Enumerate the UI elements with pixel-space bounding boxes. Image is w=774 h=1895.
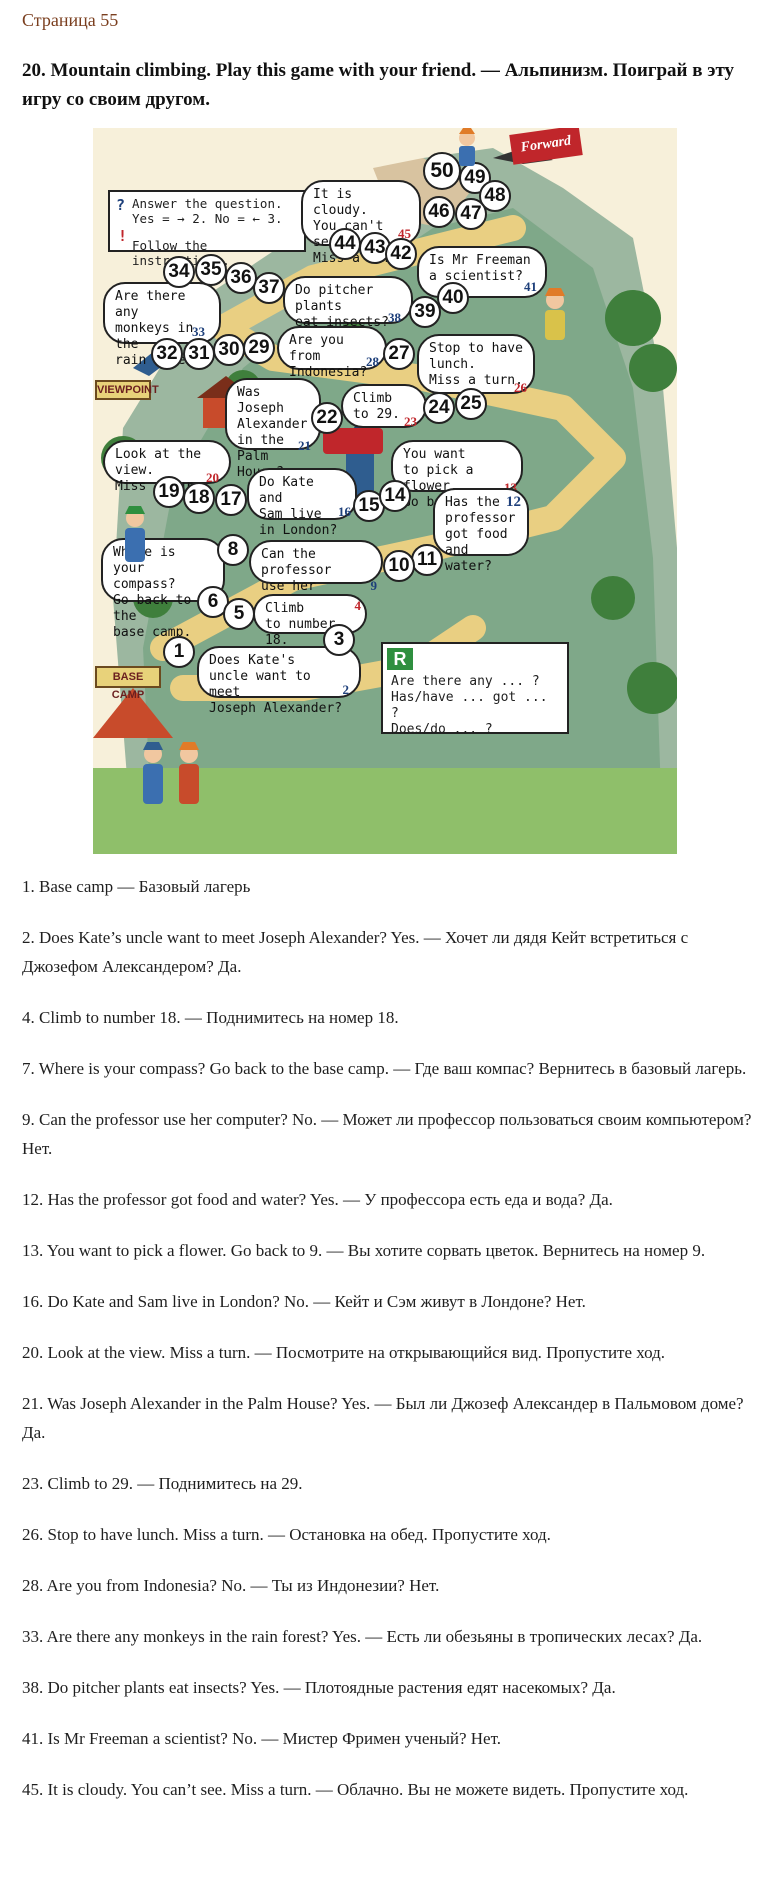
step-37: 37 (253, 272, 285, 304)
question-mark-icon: ? (116, 196, 126, 214)
step-22: 22 (311, 402, 343, 434)
step-29: 29 (243, 332, 275, 364)
answers-list: 1. Base camp — Базовый лагерь 2. Does Ka… (22, 872, 757, 1826)
list-item: 7. Where is your compass? Go back to the… (22, 1059, 747, 1078)
step-24: 24 (423, 392, 455, 424)
step-44: 44 (329, 228, 361, 260)
step-27: 27 (383, 338, 415, 370)
exclamation-icon: ! (118, 227, 128, 245)
r-hint-box: R Are there any ... ? Has/have ... got .… (381, 642, 569, 737)
list-item: 38. Do pitcher plants eat insects? Yes. … (22, 1678, 616, 1697)
climber-figure-right (545, 288, 565, 340)
list-item: 33. Are there any monkeys in the rain fo… (22, 1627, 703, 1646)
base-camp-sign: BASE CAMP (95, 666, 161, 701)
step-18: 18 (183, 482, 215, 514)
step-42: 42 (385, 238, 417, 270)
cloud-13: You want to pick a flower. Go back to 9.… (391, 440, 523, 510)
list-item: 1. Base camp — Базовый лагерь (22, 877, 251, 896)
page-label: Страница 55 (22, 10, 119, 30)
list-item: 2. Does Kate’s uncle want to meet Joseph… (22, 928, 689, 976)
cloud-26: Stop to have lunch. Miss a turn.26 (417, 334, 535, 395)
instructions-legend: ? Answer the question. Yes = → 2. No = ←… (108, 190, 306, 268)
list-item: 4. Climb to number 18. — Поднимитесь на … (22, 1008, 399, 1027)
list-item: 12. Has the professor got food and water… (22, 1190, 613, 1209)
cloud-12: Has the professor got food and water?12 (433, 488, 529, 574)
list-item: 41. Is Mr Freeman a scientist? No. — Мис… (22, 1729, 502, 1748)
step-8: 8 (217, 534, 249, 566)
step-3: 3 (323, 624, 355, 656)
cloud-38: Do pitcher plants eat insects?38 (283, 276, 413, 330)
step-11: 11 (411, 544, 443, 576)
list-item: 9. Can the professor use her computer? N… (22, 1110, 752, 1158)
step-30: 30 (213, 334, 245, 366)
climber-figure-top (459, 128, 475, 166)
list-item: 23. Climb to 29. — Поднимитесь на 29. (22, 1474, 303, 1493)
viewpoint-sign: VIEWPOINT (95, 380, 159, 400)
step-17: 17 (215, 484, 247, 516)
list-item: 16. Do Kate and Sam live in London? No. … (22, 1292, 586, 1311)
r-label: R (387, 648, 413, 670)
step-39: 39 (409, 296, 441, 328)
step-40: 40 (437, 282, 469, 314)
list-item: 13. You want to pick a flower. Go back t… (22, 1241, 706, 1260)
step-25: 25 (455, 388, 487, 420)
cloud-33: Are there any monkeys in the rain forest… (103, 282, 221, 368)
step-5: 5 (223, 598, 255, 630)
step-50: 50 (423, 152, 461, 190)
legend-line-1: Answer the question. (132, 196, 283, 211)
cloud-23: Climb to 29.23 (341, 384, 427, 429)
list-item: 21. Was Joseph Alexander in the Palm Hou… (22, 1394, 744, 1442)
legend-line-2: Yes = → 2. No = ← 3. (132, 211, 283, 226)
list-item: 26. Stop to have lunch. Miss a turn. — О… (22, 1525, 551, 1544)
cloud-16: Do Kate and Sam live in London?16 (247, 468, 357, 538)
step-1: 1 (163, 636, 195, 668)
step-10: 10 (383, 550, 415, 582)
cloud-9: Can the professor use her computer?9 (249, 540, 383, 610)
cloud-45: It is cloudy. You can't see. Miss a turn… (301, 180, 421, 266)
step-47: 47 (455, 198, 487, 230)
step-31: 31 (183, 338, 215, 370)
cloud-21: Was Joseph Alexander in the Palm House?2… (225, 378, 321, 480)
step-19: 19 (153, 476, 185, 508)
cloud-28: Are you from Indonesia?28 (277, 326, 387, 380)
cloud-2: Does Kate's uncle want to meet Joseph Al… (197, 646, 361, 716)
list-item: 20. Look at the view. Miss a turn. — Пос… (22, 1343, 666, 1362)
exercise-title: 20. Mountain climbing. Play this game wi… (22, 60, 735, 110)
step-35: 35 (195, 254, 227, 286)
climber-figure-left (125, 506, 145, 562)
step-46: 46 (423, 196, 455, 228)
game-board-illustration: Forward ? Answer the question. Yes = → 2… (93, 128, 677, 854)
climbers-base-camp (143, 742, 199, 804)
list-item: 28. Are you from Indonesia? No. — Ты из … (22, 1576, 440, 1595)
step-32: 32 (151, 338, 183, 370)
list-item: 45. It is cloudy. You can’t see. Miss a … (22, 1780, 689, 1799)
step-34: 34 (163, 256, 195, 288)
step-36: 36 (225, 262, 257, 294)
step-14: 14 (379, 480, 411, 512)
cloud-41: Is Mr Freeman a scientist?41 (417, 246, 547, 298)
